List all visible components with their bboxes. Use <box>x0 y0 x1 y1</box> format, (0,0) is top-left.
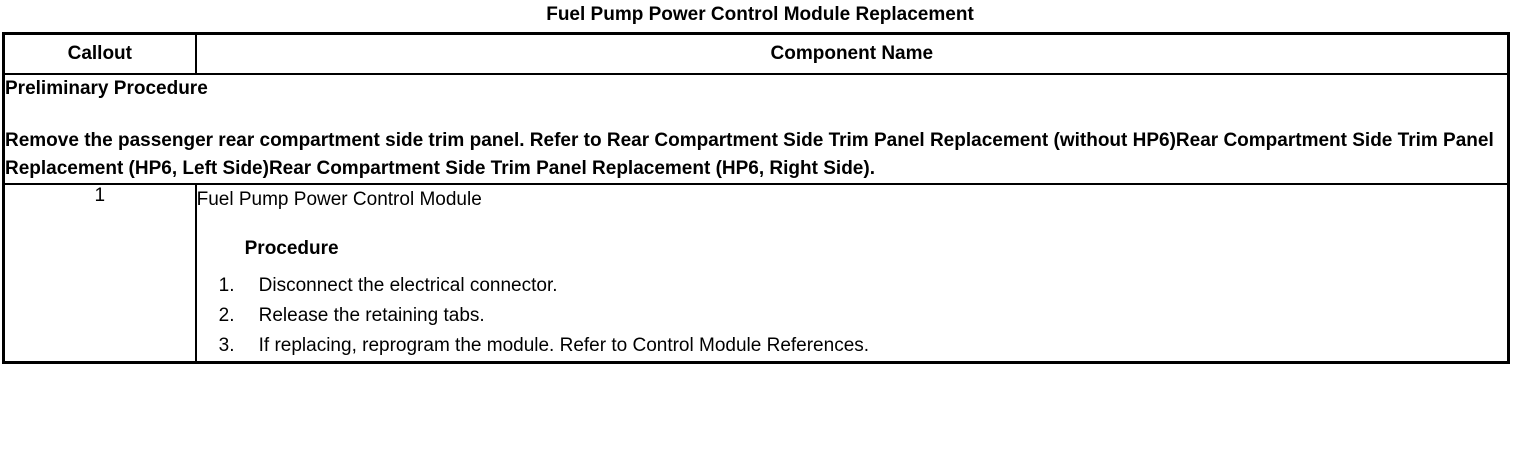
table-header-row: Callout Component Name <box>2 32 1510 75</box>
paragraph-spacer <box>5 102 1507 127</box>
list-item: If replacing, reprogram the module. Refe… <box>219 331 870 361</box>
preliminary-procedure-row: Preliminary Procedure Remove the passeng… <box>2 73 1510 185</box>
list-item: Disconnect the electrical connector. <box>219 271 558 301</box>
column-header-callout: Callout <box>2 32 197 75</box>
list-item: Release the retaining tabs. <box>219 301 485 331</box>
component-description-cell: Fuel Pump Power Control Module Procedure… <box>194 183 1510 364</box>
procedure-step-list: Disconnect the electrical connector. Rel… <box>197 271 1507 361</box>
preliminary-procedure-text: Remove the passenger rear compartment si… <box>5 130 1494 179</box>
procedure-table: Callout Component Name Preliminary Proce… <box>2 32 1510 364</box>
table-row: 1 Fuel Pump Power Control Module Procedu… <box>2 183 1510 364</box>
preliminary-procedure-heading: Preliminary Procedure <box>5 78 208 99</box>
callout-number: 1 <box>2 183 197 364</box>
component-name-text: Fuel Pump Power Control Module <box>196 189 482 210</box>
page-title: Fuel Pump Power Control Module Replaceme… <box>546 4 974 25</box>
column-header-component-name: Component Name <box>194 32 1510 75</box>
preliminary-procedure-cell: Preliminary Procedure Remove the passeng… <box>2 73 1510 185</box>
procedure-subheading: Procedure <box>244 238 339 259</box>
